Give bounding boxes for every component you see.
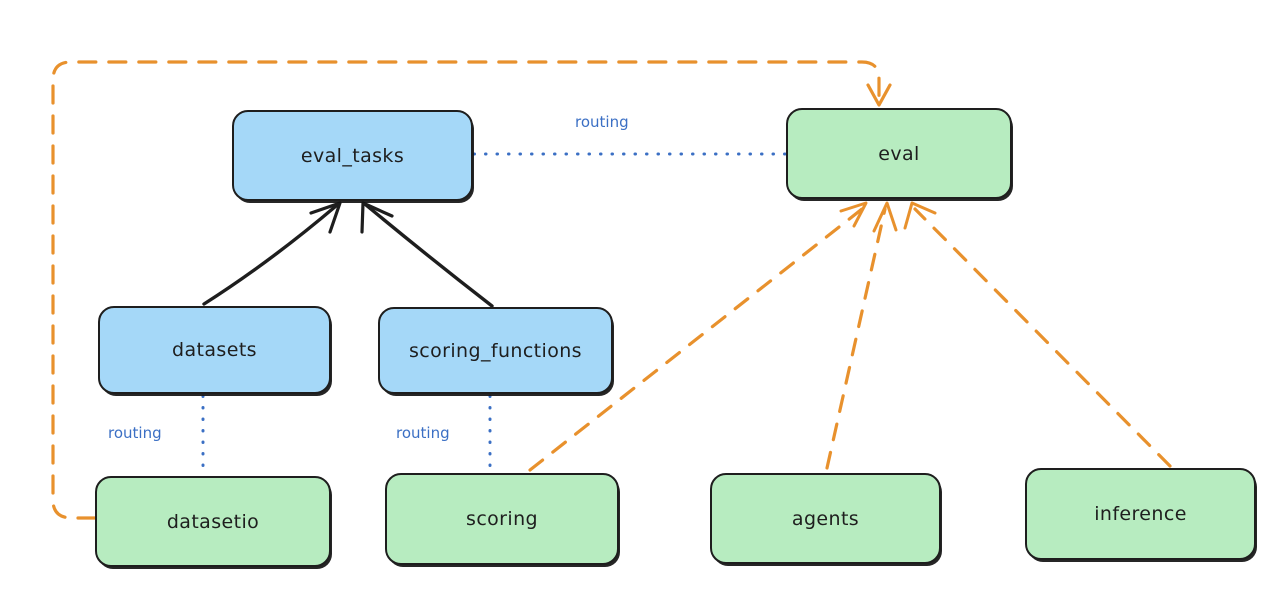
node-eval-tasks[interactable]: eval_tasks <box>232 110 473 201</box>
node-label-scoring: scoring <box>466 508 538 530</box>
arrowhead-datasetio-eval <box>866 83 892 107</box>
edge-label-routing-eval-tasks-eval: routing <box>575 113 629 131</box>
node-label-eval-tasks: eval_tasks <box>300 144 405 167</box>
node-datasets[interactable]: datasets <box>98 306 331 394</box>
node-eval[interactable]: eval <box>786 108 1012 199</box>
node-label-inference: inference <box>1094 503 1187 525</box>
edge-agents-eval <box>825 201 898 470</box>
node-label-scoring-functions: scoring_functions <box>409 339 582 362</box>
arrowhead-agents-eval <box>872 201 898 233</box>
node-label-agents: agents <box>791 507 860 530</box>
node-scoring-functions[interactable]: scoring_functions <box>378 307 613 394</box>
arrowhead-scoring-eval <box>839 201 868 228</box>
edge-scoring-functions-eval-tasks <box>360 201 494 308</box>
node-label-eval: eval <box>878 142 920 165</box>
node-scoring[interactable]: scoring <box>385 473 619 565</box>
node-datasetio[interactable]: datasetio <box>95 476 331 567</box>
edge-label-routing-datasets-datasetio: routing <box>108 424 162 442</box>
arrowhead-inference-eval <box>903 201 937 230</box>
node-label-datasets: datasets <box>172 339 257 361</box>
edge-label-routing-scoring-functions-scoring: routing <box>396 424 450 442</box>
node-agents[interactable]: agents <box>710 473 941 564</box>
edge-inference-eval <box>903 201 1172 468</box>
arrowhead-datasets-eval-tasks <box>309 201 342 234</box>
node-inference[interactable]: inference <box>1025 468 1256 560</box>
arrowhead-sf-eval-tasks <box>360 201 394 234</box>
edge-datasets-eval-tasks <box>202 201 342 306</box>
node-label-datasetio: datasetio <box>166 510 260 533</box>
